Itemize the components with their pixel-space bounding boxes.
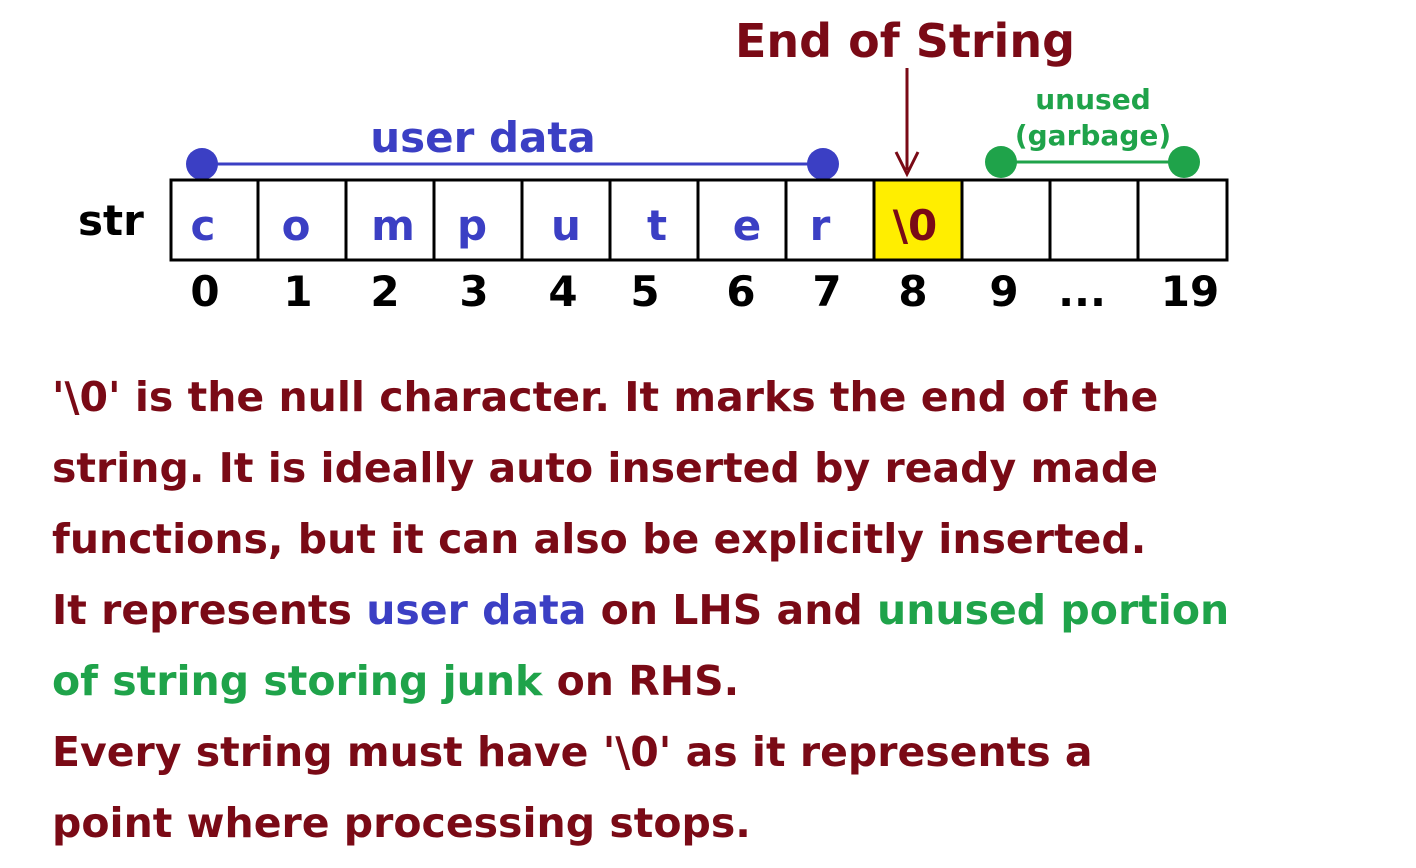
cell-characters: c o m p u t e r \0	[191, 201, 938, 250]
index-label: 6	[726, 267, 755, 316]
index-label: 9	[989, 267, 1018, 316]
end-of-string-label: End of String	[735, 14, 1075, 68]
unused-end-dot	[1168, 146, 1200, 178]
explanation-line-text: string. It is ideally auto inserted by r…	[52, 444, 1159, 492]
explanation-line: string. It is ideally auto inserted by r…	[52, 433, 1402, 504]
array-cell	[169, 178, 260, 262]
index-label: 0	[190, 267, 219, 316]
index-label: 3	[459, 267, 488, 316]
cell-char: m	[371, 201, 415, 250]
explanation-line: It represents user data on LHS and unuse…	[52, 575, 1402, 646]
explanation-line-text: Every string must have '\0' as it repres…	[52, 728, 1093, 776]
string-array-diagram: End of String user data unused (garbage)…	[78, 14, 1229, 316]
cell-char: u	[551, 201, 581, 250]
user-data-label: user data	[370, 113, 596, 162]
explanation-line-text: It represents	[52, 586, 367, 634]
array-cell	[344, 178, 436, 262]
explanation-line-text: point where processing stops.	[52, 799, 751, 847]
unused-label: unused	[1035, 83, 1151, 116]
unused-portion-highlight: unused portion	[877, 586, 1230, 634]
variable-name: str	[78, 196, 144, 245]
cell-char: p	[457, 201, 487, 250]
explanation-line-text: on RHS.	[542, 657, 740, 705]
explanation-line-text: functions, but it can also be explicitly…	[52, 515, 1147, 563]
array-cell	[960, 178, 1052, 262]
explanation-line: of string storing junk on RHS.	[52, 646, 1402, 717]
array-cells	[169, 178, 1229, 262]
index-label: 19	[1161, 267, 1219, 316]
explanation-line: point where processing stops.	[52, 788, 1402, 859]
array-cell	[432, 178, 524, 262]
cell-char: o	[282, 201, 311, 250]
index-label: 2	[370, 267, 399, 316]
explanation-text: '\0' is the null character. It marks the…	[52, 362, 1402, 859]
explanation-line-text: on LHS and	[586, 586, 878, 634]
explanation-line-text: '\0' is the null character. It marks the…	[52, 373, 1159, 421]
index-label: 4	[548, 267, 577, 316]
array-cell	[608, 178, 700, 262]
garbage-label: (garbage)	[1015, 119, 1171, 152]
index-label: 8	[898, 267, 927, 316]
array-cell	[256, 178, 348, 262]
end-of-string-arrowhead	[894, 151, 920, 178]
index-label: 7	[812, 267, 841, 316]
explanation-line: '\0' is the null character. It marks the…	[52, 362, 1402, 433]
user-data-start-dot	[186, 148, 218, 180]
index-label: 1	[283, 267, 312, 316]
user-data-highlight: user data	[366, 586, 587, 634]
null-char: \0	[893, 201, 938, 250]
cell-char: e	[733, 201, 762, 250]
array-cell	[1136, 178, 1229, 262]
unused-portion-highlight: of string storing junk	[52, 657, 543, 705]
user-data-end-dot	[807, 148, 839, 180]
array-cell	[1048, 178, 1140, 262]
index-label: 5	[630, 267, 659, 316]
cell-char: t	[647, 201, 667, 250]
index-ellipsis: ...	[1058, 267, 1106, 316]
cell-char: c	[191, 201, 216, 250]
cell-char: r	[810, 201, 831, 250]
explanation-line: Every string must have '\0' as it repres…	[52, 717, 1402, 788]
index-labels: 0 1 2 3 4 5 6 7 8 9 ... 19	[190, 267, 1219, 316]
unused-start-dot	[985, 146, 1017, 178]
explanation-line: functions, but it can also be explicitly…	[52, 504, 1402, 575]
